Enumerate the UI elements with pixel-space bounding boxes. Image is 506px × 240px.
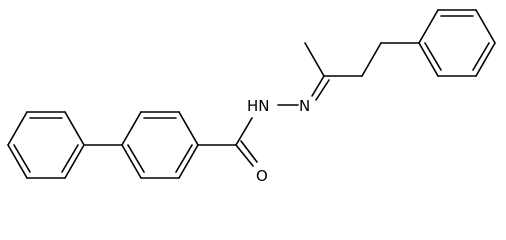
atom-label-nh: HN — [247, 97, 270, 115]
bond — [475, 9, 496, 44]
bond — [235, 117, 253, 146]
atom-label-n: N — [299, 97, 310, 115]
bond — [178, 111, 199, 146]
double-bond-inner — [424, 42, 442, 71]
double-bond-inner — [175, 144, 193, 173]
structure-svg: HN N O — [7, 9, 496, 185]
phenyl-ring-middle — [121, 111, 199, 179]
bond — [121, 144, 142, 179]
bond — [7, 111, 28, 146]
bond — [418, 42, 439, 77]
bond — [475, 42, 496, 77]
bond — [178, 144, 199, 179]
bond — [64, 111, 85, 146]
double-bond-inner — [13, 144, 31, 173]
imine-bond — [311, 75, 325, 97]
phenyl-ring-left — [7, 111, 85, 179]
bond — [121, 111, 142, 146]
bond — [64, 144, 85, 179]
atom-label-o: O — [256, 167, 268, 185]
phenyl-ring-right — [418, 9, 496, 77]
methyl-bond — [304, 42, 325, 77]
carbonyl-bond — [235, 144, 254, 167]
amide-group — [197, 117, 258, 167]
bond — [361, 42, 382, 77]
double-bond-inner — [127, 144, 145, 173]
hydrazone-chain — [304, 42, 420, 101]
double-bond-inner — [472, 42, 490, 71]
molecule-diagram: HN N O — [7, 9, 496, 185]
carbonyl-bond — [240, 140, 258, 163]
imine-bond — [315, 79, 330, 101]
double-bond-inner — [61, 144, 79, 173]
bond — [7, 144, 28, 179]
bond — [418, 9, 439, 44]
